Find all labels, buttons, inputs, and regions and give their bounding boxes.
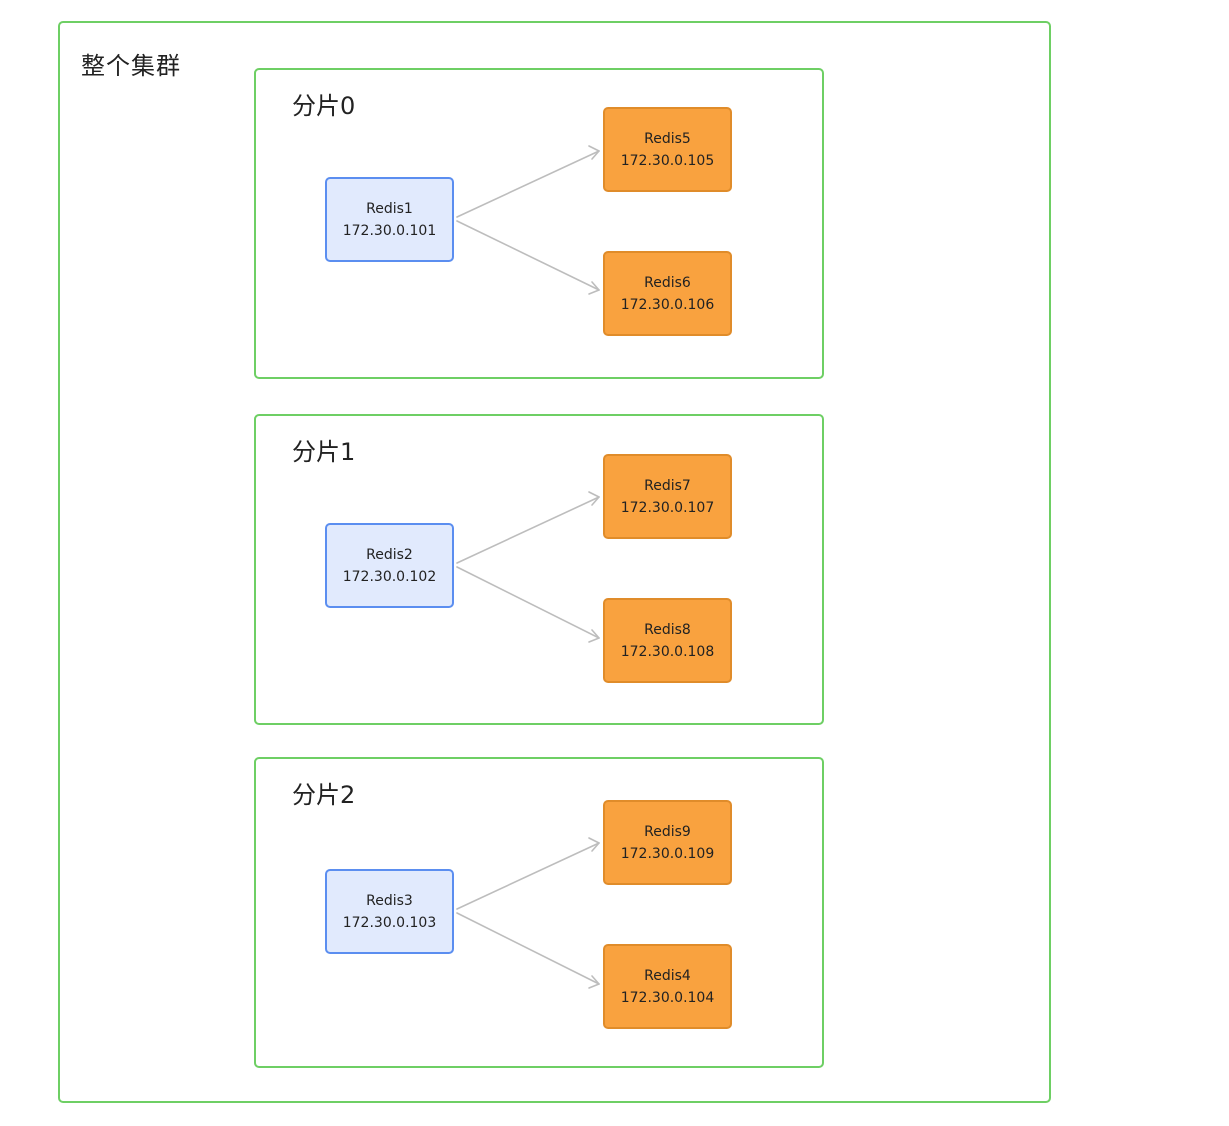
shard-1-master-node[interactable]: Redis2 172.30.0.102 [325, 523, 454, 608]
shard-0-master-node[interactable]: Redis1 172.30.0.101 [325, 177, 454, 262]
shard-2-container [254, 757, 824, 1068]
node-name: Redis8 [644, 621, 691, 638]
node-ip: 172.30.0.103 [342, 914, 437, 931]
node-ip: 172.30.0.105 [620, 152, 715, 169]
shard-0-title: 分片0 [292, 92, 356, 120]
node-ip: 172.30.0.104 [620, 989, 715, 1006]
node-ip: 172.30.0.102 [342, 568, 437, 585]
cluster-title: 整个集群 [81, 52, 181, 80]
node-name: Redis7 [644, 477, 691, 494]
node-ip: 172.30.0.108 [620, 643, 715, 660]
shard-2-master-node[interactable]: Redis3 172.30.0.103 [325, 869, 454, 954]
cluster-container [58, 21, 1051, 1103]
shard-1-replica-1-node[interactable]: Redis7 172.30.0.107 [603, 454, 732, 539]
node-ip: 172.30.0.106 [620, 296, 715, 313]
shard-2-replica-1-node[interactable]: Redis9 172.30.0.109 [603, 800, 732, 885]
node-name: Redis9 [644, 823, 691, 840]
shard-2-title: 分片2 [292, 781, 356, 809]
shard-0-container [254, 68, 824, 379]
node-ip: 172.30.0.101 [342, 222, 437, 239]
shard-0-replica-1-node[interactable]: Redis5 172.30.0.105 [603, 107, 732, 192]
node-ip: 172.30.0.107 [620, 499, 715, 516]
node-name: Redis2 [366, 546, 413, 563]
shard-2-replica-2-node[interactable]: Redis4 172.30.0.104 [603, 944, 732, 1029]
node-ip: 172.30.0.109 [620, 845, 715, 862]
shard-1-container [254, 414, 824, 725]
node-name: Redis6 [644, 274, 691, 291]
node-name: Redis4 [644, 967, 691, 984]
node-name: Redis1 [366, 200, 413, 217]
shard-1-title: 分片1 [292, 438, 356, 466]
shard-1-replica-2-node[interactable]: Redis8 172.30.0.108 [603, 598, 732, 683]
node-name: Redis5 [644, 130, 691, 147]
shard-0-replica-2-node[interactable]: Redis6 172.30.0.106 [603, 251, 732, 336]
node-name: Redis3 [366, 892, 413, 909]
